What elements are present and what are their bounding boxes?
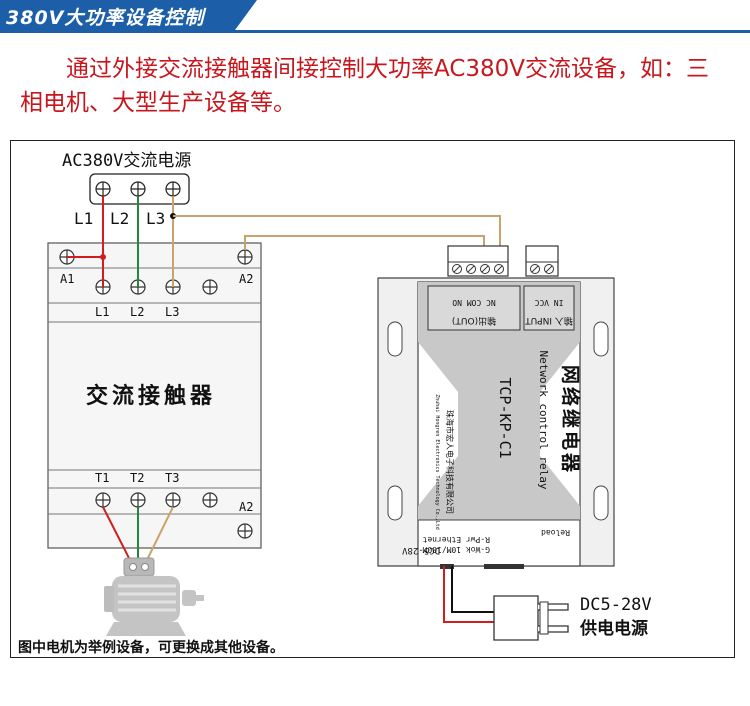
relay-output-terminal-block [447, 245, 509, 277]
relay-input-terminal-block [525, 245, 559, 277]
contactor-label-a2-bottom: A2 [239, 500, 253, 514]
contactor-input-label-l2: L2 [130, 305, 144, 319]
relay-title-en: Network control relay [537, 350, 550, 489]
contactor-title: 交流接触器 [86, 383, 216, 409]
header-tab [0, 0, 235, 30]
power-source-terminal-l2 [130, 181, 146, 197]
header-tab-slant [235, 0, 257, 30]
intro-paragraph: 通过外接交流接触器间接控制大功率AC380V交流设备，如：三相电机、大型生产设备… [20, 56, 710, 116]
relay-model: TCP-KP-C1 [496, 377, 514, 458]
relay-reload-label: Reload [541, 528, 570, 537]
relay-port-eth-label: R-Pwr Ethernet [422, 535, 490, 544]
relay-out-label: 输出(OUT) [452, 315, 496, 327]
wire-dc-black [451, 566, 500, 613]
relay-title-cn: 网络继电器 [559, 365, 582, 475]
relay-in-terminal-labels: IN VCC [534, 298, 563, 307]
section-header: 380V大功率设备控制 [0, 0, 750, 34]
source-line-label-l3: L3 [146, 209, 165, 228]
relay-in-label: 输入 INPUT [525, 315, 573, 327]
header-underline [0, 30, 750, 33]
source-line-label-l2: L2 [110, 209, 129, 228]
contactor-input-label-l3: L3 [165, 305, 179, 319]
power-source-terminal-l3 [165, 181, 181, 197]
relay-out-terminal-labels: NC COM NO [452, 298, 496, 307]
header-title: 380V大功率设备控制 [6, 7, 205, 29]
footnote: 图中电机为举例设备，可更换成其他设备。 [18, 639, 284, 656]
supply-label-voltage: DC5-28V [580, 595, 652, 615]
power-source-label: AC380V交流电源 [62, 151, 191, 171]
relay-bottom-ports [440, 564, 524, 569]
power-source-terminal-l1 [95, 181, 111, 197]
contactor-body [47, 242, 262, 549]
relay-company-cn: 珠海市宏人电子科技有限公司 [445, 410, 455, 514]
relay-port-eth2-label: G-Wok 10M/100M [422, 545, 490, 554]
wire-t1-red [102, 506, 132, 563]
contactor-output-label-t3: T3 [165, 471, 179, 485]
contactor-output-label-t1: T1 [95, 471, 109, 485]
relay-body [417, 281, 581, 567]
motor-icon [104, 557, 204, 636]
junction-l1 [100, 254, 106, 260]
contactor-terminal-a2-bottom [237, 523, 253, 539]
contactor-input-label-l1: L1 [95, 305, 109, 319]
supply-label-text: 供电电源 [579, 618, 648, 639]
wire-dc-red [443, 566, 500, 623]
contactor-label-a1: A1 [60, 272, 74, 286]
contactor-label-a2: A2 [239, 272, 253, 286]
wire-t3-tan [145, 506, 174, 563]
relay-port-power-label: DC5-28V [401, 545, 440, 555]
source-line-label-l1: L1 [74, 209, 93, 228]
dc-plug-icon [493, 595, 569, 641]
relay-company-en: Zhuhai Hongren Electronics Technology Co… [434, 394, 440, 529]
contactor-output-label-t2: T2 [130, 471, 144, 485]
diagram-frame [10, 140, 735, 658]
contactor-terminal-a2-top [237, 249, 253, 265]
contactor-output-terminals [95, 492, 218, 508]
